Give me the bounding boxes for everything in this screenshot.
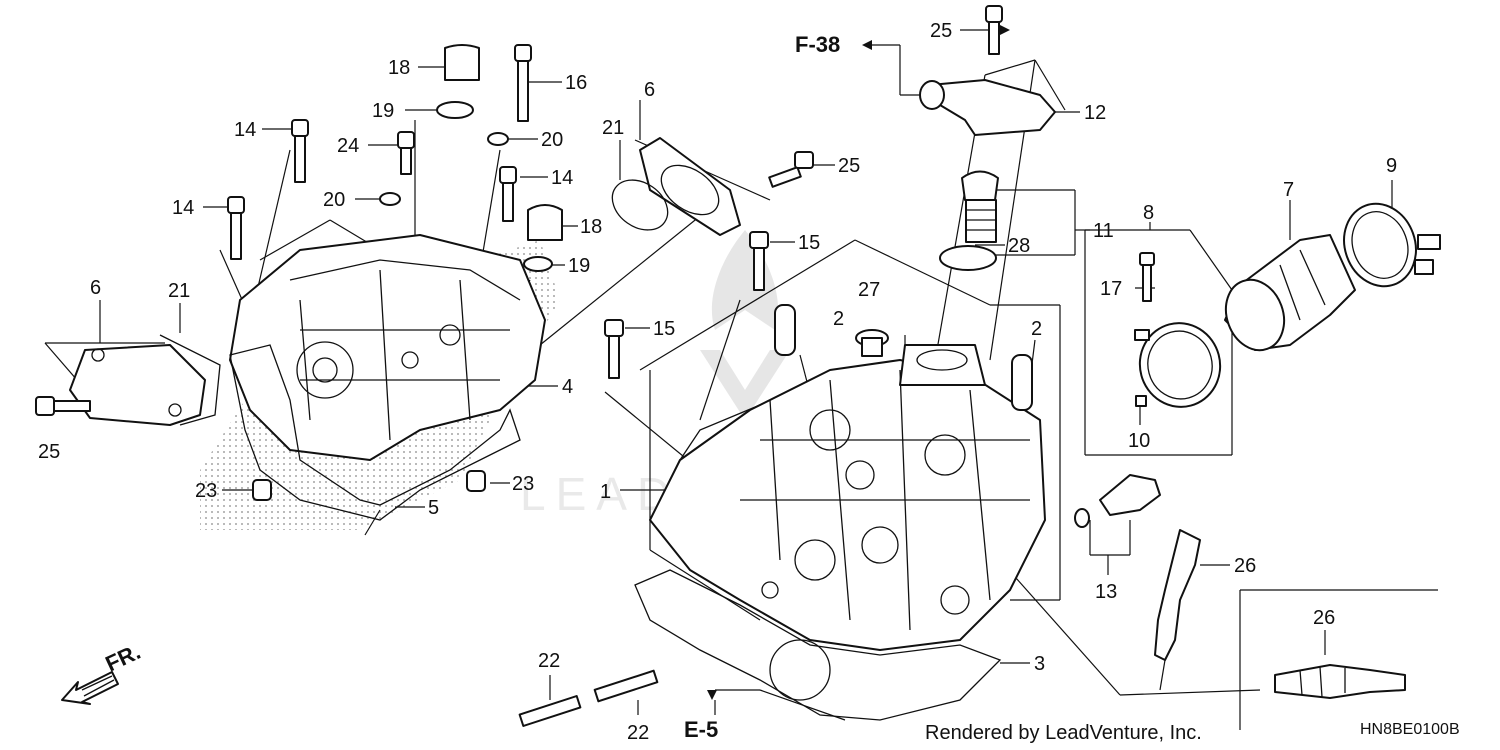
- callout-26: 26: [1234, 555, 1256, 577]
- callout-24: 24: [337, 135, 359, 157]
- callout-21: 21: [602, 117, 624, 139]
- reference-f38: F-38: [795, 32, 840, 57]
- front-direction-arrow: FR.: [61, 639, 145, 705]
- bolt-25-center: [768, 151, 814, 188]
- callout-23: 23: [512, 473, 534, 495]
- callout-19: 19: [372, 100, 394, 122]
- sensor-13: [1074, 474, 1161, 528]
- cylinder-head-cover-left: [229, 234, 546, 461]
- studs-22: [518, 669, 659, 727]
- dowels-23: [252, 470, 486, 501]
- reference-labels: F-38 E-5: [684, 32, 840, 742]
- diagram-code: HN8BE0100B: [1360, 721, 1460, 738]
- clamp-band-8: [1134, 252, 1222, 408]
- clamp-band-9: [1343, 202, 1441, 288]
- callout-17: 17: [1100, 278, 1122, 300]
- callout-7: 7: [1283, 179, 1294, 201]
- front-label: FR.: [102, 639, 145, 677]
- reference-arrows: [707, 25, 1010, 700]
- plug-27: [855, 329, 889, 357]
- callout-14: 14: [551, 167, 573, 189]
- callout-18: 18: [580, 216, 602, 238]
- side-cover-plate-left: [69, 334, 221, 426]
- callout-6: 6: [644, 79, 655, 101]
- small-bolts-left: [227, 44, 532, 260]
- callout-19: 19: [568, 255, 590, 277]
- cap-nuts-and-washers-left: [379, 44, 563, 272]
- callout-25: 25: [930, 20, 952, 42]
- callout-20: 20: [541, 129, 563, 151]
- callout-3: 3: [1034, 653, 1045, 675]
- bolt-25-left: [35, 396, 91, 416]
- spark-plug-26: [1154, 529, 1406, 699]
- callout-13: 13: [1095, 581, 1117, 603]
- callout-15: 15: [798, 232, 820, 254]
- callout-16: 16: [565, 72, 587, 94]
- callout-9: 9: [1386, 155, 1397, 177]
- callout-25: 25: [38, 441, 60, 463]
- cylinder-head-center: [649, 344, 1046, 651]
- dowel-pins-2: [774, 304, 1033, 411]
- water-outlet-12: [919, 79, 1056, 136]
- callout-4: 4: [562, 376, 573, 398]
- callout-12: 12: [1084, 102, 1106, 124]
- cylinder-head-gasket: [634, 569, 1002, 721]
- callout-2: 2: [1031, 318, 1042, 340]
- callout-27: 27: [858, 279, 880, 301]
- reference-e5: E-5: [684, 717, 718, 742]
- insulator-7: [1224, 234, 1356, 352]
- callout-11: 11: [1093, 220, 1114, 242]
- callout-22: 22: [627, 722, 649, 744]
- callout-26: 26: [1313, 607, 1335, 629]
- callout-2: 2: [833, 308, 844, 330]
- callout-14: 14: [172, 197, 194, 219]
- callout-20: 20: [323, 189, 345, 211]
- head-cover-gasket-left: [229, 344, 521, 521]
- callout-21: 21: [168, 280, 190, 302]
- callout-28: 28: [1008, 235, 1030, 257]
- callout-23: 23: [195, 480, 217, 502]
- callout-25: 25: [838, 155, 860, 177]
- callout-14: 14: [234, 119, 256, 141]
- callout-8: 8: [1143, 202, 1154, 224]
- callout-22: 22: [538, 650, 560, 672]
- bolts-15: [604, 231, 769, 379]
- thermostat-11: [939, 170, 999, 271]
- bolt-25-top: [985, 5, 1003, 55]
- credit-text: Rendered by LeadVenture, Inc.: [925, 722, 1202, 744]
- callout-5: 5: [428, 497, 439, 519]
- callout-18: 18: [388, 57, 410, 79]
- callout-labels: 1 2 2 3 4 5 6 6 7 8 9 10 11 12 13 14 14 …: [38, 20, 1397, 744]
- callout-10: 10: [1128, 430, 1150, 452]
- callout-15: 15: [653, 318, 675, 340]
- callout-1: 1: [600, 481, 611, 503]
- callout-6: 6: [90, 277, 101, 299]
- cover-plate-6-center: [611, 137, 741, 236]
